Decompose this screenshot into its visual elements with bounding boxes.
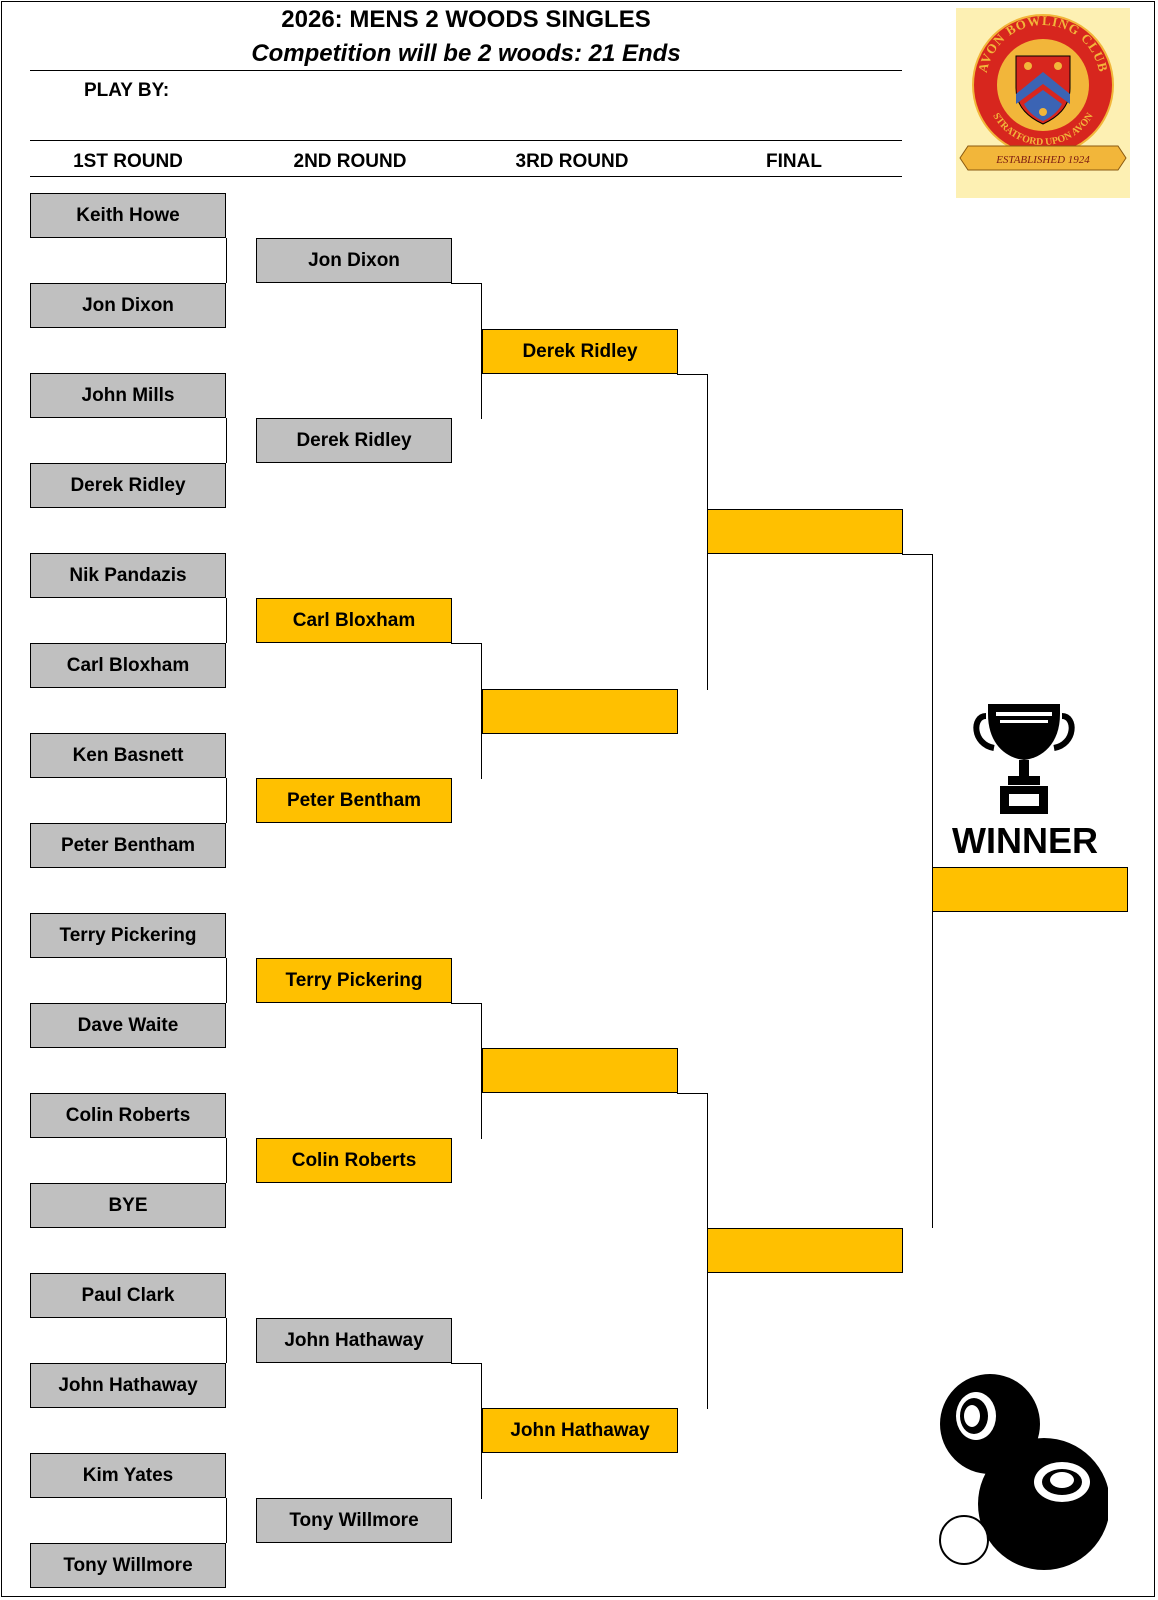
round-heading-1: 1ST ROUND: [73, 151, 183, 172]
final-player-slot: [707, 1228, 903, 1273]
trophy-icon: [970, 700, 1078, 818]
r2-player-slot: Tony Willmore: [256, 1498, 452, 1543]
bracket-connector: [451, 1363, 482, 1364]
rounds-top-rule: [30, 140, 902, 141]
page-title: 2026: MENS 2 WOODS SINGLES: [281, 6, 651, 33]
bracket-connector: [226, 1318, 227, 1363]
r3-player-slot: John Hathaway: [482, 1408, 678, 1453]
r3-player-slot: [482, 689, 678, 734]
header-rule: [30, 70, 902, 71]
r1-player-slot: Carl Bloxham: [30, 643, 226, 688]
r1-player-slot: Tony Willmore: [30, 1543, 226, 1588]
club-logo: AVON BOWLING CLUB STRATFORD UPON AVON ES…: [956, 8, 1130, 198]
bracket-connector: [481, 1003, 482, 1139]
winner-label: WINNER: [952, 820, 1098, 861]
r2-player-slot: Peter Bentham: [256, 778, 452, 823]
r1-player-slot: BYE: [30, 1183, 226, 1228]
r2-player-slot: Colin Roberts: [256, 1138, 452, 1183]
bracket-connector: [226, 1498, 227, 1543]
final-player-slot: [707, 509, 903, 554]
round-heading-2: 2ND ROUND: [293, 151, 407, 172]
r2-player-slot: Terry Pickering: [256, 958, 452, 1003]
r1-player-slot: Colin Roberts: [30, 1093, 226, 1138]
r3-player-slot: Derek Ridley: [482, 329, 678, 374]
r1-player-slot: Paul Clark: [30, 1273, 226, 1318]
bracket-connector: [226, 1138, 227, 1183]
rounds-bottom-rule: [30, 176, 902, 177]
bracket-connector: [451, 1003, 482, 1004]
r1-player-slot: Jon Dixon: [30, 283, 226, 328]
r2-player-slot: Derek Ridley: [256, 418, 452, 463]
bracket-connector: [226, 778, 227, 823]
r1-player-slot: John Mills: [30, 373, 226, 418]
r1-player-slot: Nik Pandazis: [30, 553, 226, 598]
r2-player-slot: Carl Bloxham: [256, 598, 452, 643]
bracket-connector: [677, 1093, 708, 1094]
round-heading-3: 3RD ROUND: [515, 151, 629, 172]
bracket-connector: [481, 283, 482, 419]
r1-player-slot: Keith Howe: [30, 193, 226, 238]
r1-player-slot: Ken Basnett: [30, 733, 226, 778]
round-heading-final: FINAL: [766, 151, 822, 172]
bracket-connector: [902, 554, 933, 555]
r3-player-slot: [482, 1048, 678, 1093]
bracket-connector: [481, 1363, 482, 1499]
r1-player-slot: Kim Yates: [30, 1453, 226, 1498]
page-subtitle: Competition will be 2 woods: 21 Ends: [251, 40, 681, 67]
r1-player-slot: Peter Bentham: [30, 823, 226, 868]
bowls-icon: [938, 1340, 1110, 1580]
bracket-connector: [226, 598, 227, 643]
r2-player-slot: John Hathaway: [256, 1318, 452, 1363]
bracket-connector: [481, 643, 482, 779]
winner-slot: [932, 867, 1128, 912]
play-by-label: PLAY BY:: [84, 80, 170, 101]
bracket-connector: [451, 643, 482, 644]
r2-player-slot: Jon Dixon: [256, 238, 452, 283]
r1-player-slot: Dave Waite: [30, 1003, 226, 1048]
bracket-connector: [226, 238, 227, 283]
r1-player-slot: Terry Pickering: [30, 913, 226, 958]
bracket-connector: [226, 958, 227, 1003]
bracket-connector: [226, 418, 227, 463]
r1-player-slot: Derek Ridley: [30, 463, 226, 508]
r1-player-slot: John Hathaway: [30, 1363, 226, 1408]
logo-banner-text: ESTABLISHED 1924: [995, 154, 1090, 166]
bracket-connector: [677, 374, 708, 375]
bracket-connector: [451, 283, 482, 284]
